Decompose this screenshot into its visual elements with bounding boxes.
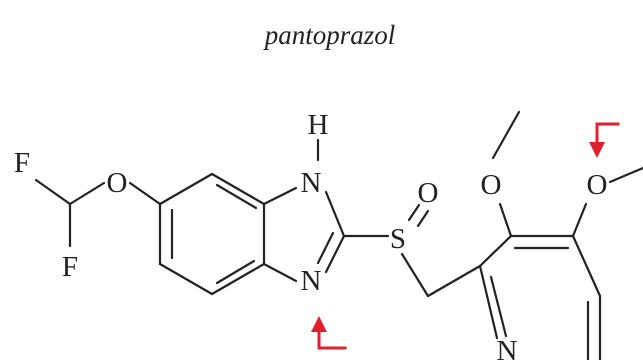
atom-fluorine-2: F — [62, 251, 78, 283]
benzene-bond-1 — [158, 172, 214, 206]
atom-sulfur: S — [390, 223, 406, 255]
bond-c2-n-imine — [324, 234, 346, 274]
atom-nh-nitrogen: N — [301, 167, 322, 199]
arrow-to-methoxy-oxygen-line — [595, 122, 620, 146]
arrow-to-methoxy-oxygen-head — [589, 142, 605, 158]
bond-lines — [34, 110, 643, 360]
atom-ether-oxygen: O — [107, 167, 128, 199]
bond-ch2-pyridine — [426, 264, 482, 298]
bond-nh-c2 — [324, 190, 346, 238]
arrow-to-imine-nitrogen-line — [317, 328, 347, 350]
pyridine-bond-c4-c5 — [571, 234, 602, 298]
red-bent-arrow-icon — [589, 122, 620, 158]
atom-sulfoxide-oxygen: O — [418, 177, 439, 209]
bond-o-methyl-4 — [608, 166, 643, 184]
red-bent-arrow-icon — [311, 316, 347, 350]
benzene-double-3 — [215, 259, 256, 285]
atom-methoxy-oxygen-3: O — [481, 169, 502, 201]
atom-fluorine-1: F — [14, 147, 30, 179]
atom-methoxy-oxygen-4: O — [587, 169, 608, 201]
pyridine-bond-c2-c3 — [478, 234, 513, 268]
atom-labels: F F O H N N S O O O N — [14, 109, 608, 360]
pyridine-bond-c2-n — [478, 264, 499, 340]
bond-c-o — [68, 181, 106, 206]
bond-c7a-nh — [262, 186, 298, 206]
atom-pyridine-nitrogen: N — [497, 335, 518, 360]
bond-f1-c — [34, 178, 72, 206]
bond-s-o-2 — [416, 209, 430, 228]
molecule-title: pantoprazol — [263, 20, 396, 50]
atom-imine-nitrogen: N — [301, 265, 322, 297]
pyridine-double-c2-n — [489, 275, 508, 338]
benzene-bond-4 — [210, 262, 266, 296]
bond-n-imine-c3a — [262, 262, 298, 283]
bond-o-methyl-3 — [491, 110, 521, 160]
arrow-to-imine-nitrogen-head — [311, 316, 327, 332]
benzene-bond-2 — [210, 172, 266, 206]
benzene-double-2 — [215, 183, 258, 210]
benzene-bond-5 — [158, 262, 214, 296]
bond-s-ch2 — [400, 252, 430, 298]
atom-hydrogen: H — [308, 109, 329, 141]
bond-o-ring — [128, 181, 162, 206]
bond-c3-o-methoxy — [498, 202, 513, 238]
bond-c4-o-methoxy — [571, 202, 588, 238]
bond-s-o-1 — [407, 203, 421, 222]
bond-c2-n-imine-double — [316, 231, 335, 265]
